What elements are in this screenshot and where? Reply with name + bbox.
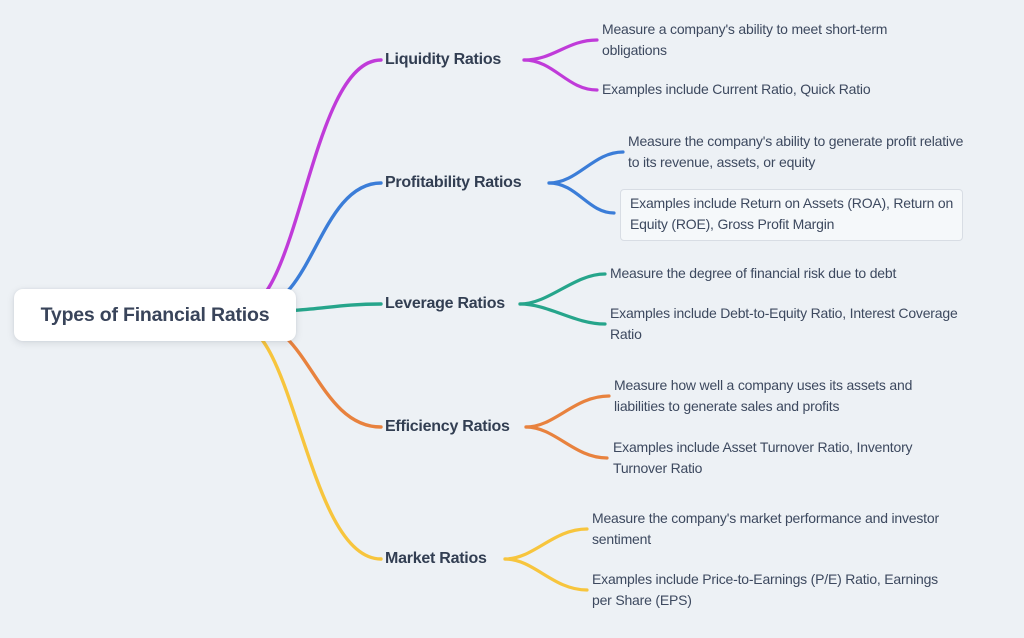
fork-liquidity-2 [522, 58, 599, 92]
fork-liquidity-1 [522, 38, 599, 62]
leaf-liquidity-description[interactable]: Measure a company's ability to meet shor… [602, 21, 888, 58]
fork-profitability-1 [547, 150, 625, 185]
fork-efficiency-1 [524, 394, 611, 429]
root-curve-market [236, 322, 383, 561]
branch-label-liquidity[interactable]: Liquidity Ratios [385, 51, 501, 68]
leaf-efficiency-description[interactable]: Measure how well a company uses its asse… [614, 377, 913, 414]
leaf-efficiency-examples[interactable]: Examples include Asset Turnover Ratio, I… [613, 439, 913, 476]
fork-market-1 [503, 527, 589, 561]
leaf-leverage-examples[interactable]: Examples include Debt-to-Equity Ratio, I… [610, 305, 958, 342]
fork-efficiency-2 [524, 425, 609, 460]
branch-label-market[interactable]: Market Ratios [385, 550, 487, 567]
fork-leverage-2 [518, 302, 607, 326]
leaf-profitability-examples[interactable]: Examples include Return on Assets (ROA),… [620, 189, 964, 241]
branch-label-profitability[interactable]: Profitability Ratios [385, 174, 522, 191]
leaf-market-examples[interactable]: Examples include Price-to-Earnings (P/E)… [592, 571, 938, 608]
branch-label-leverage[interactable]: Leverage Ratios [385, 295, 505, 312]
root-curve-liquidity [238, 58, 383, 312]
leaf-profitability-description[interactable]: Measure the company's ability to generat… [628, 133, 964, 170]
fork-leverage-1 [518, 272, 607, 306]
branch-label-efficiency[interactable]: Efficiency Ratios [385, 418, 510, 435]
leaf-market-description[interactable]: Measure the company's market performance… [592, 510, 939, 547]
fork-market-2 [503, 557, 589, 592]
root-node[interactable]: Types of Financial Ratios [14, 289, 296, 341]
leaf-liquidity-examples[interactable]: Examples include Current Ratio, Quick Ra… [602, 81, 871, 97]
leaf-leverage-description[interactable]: Measure the degree of financial risk due… [610, 265, 897, 281]
fork-profitability-2 [547, 181, 616, 215]
root-curve-profitability [256, 181, 383, 308]
